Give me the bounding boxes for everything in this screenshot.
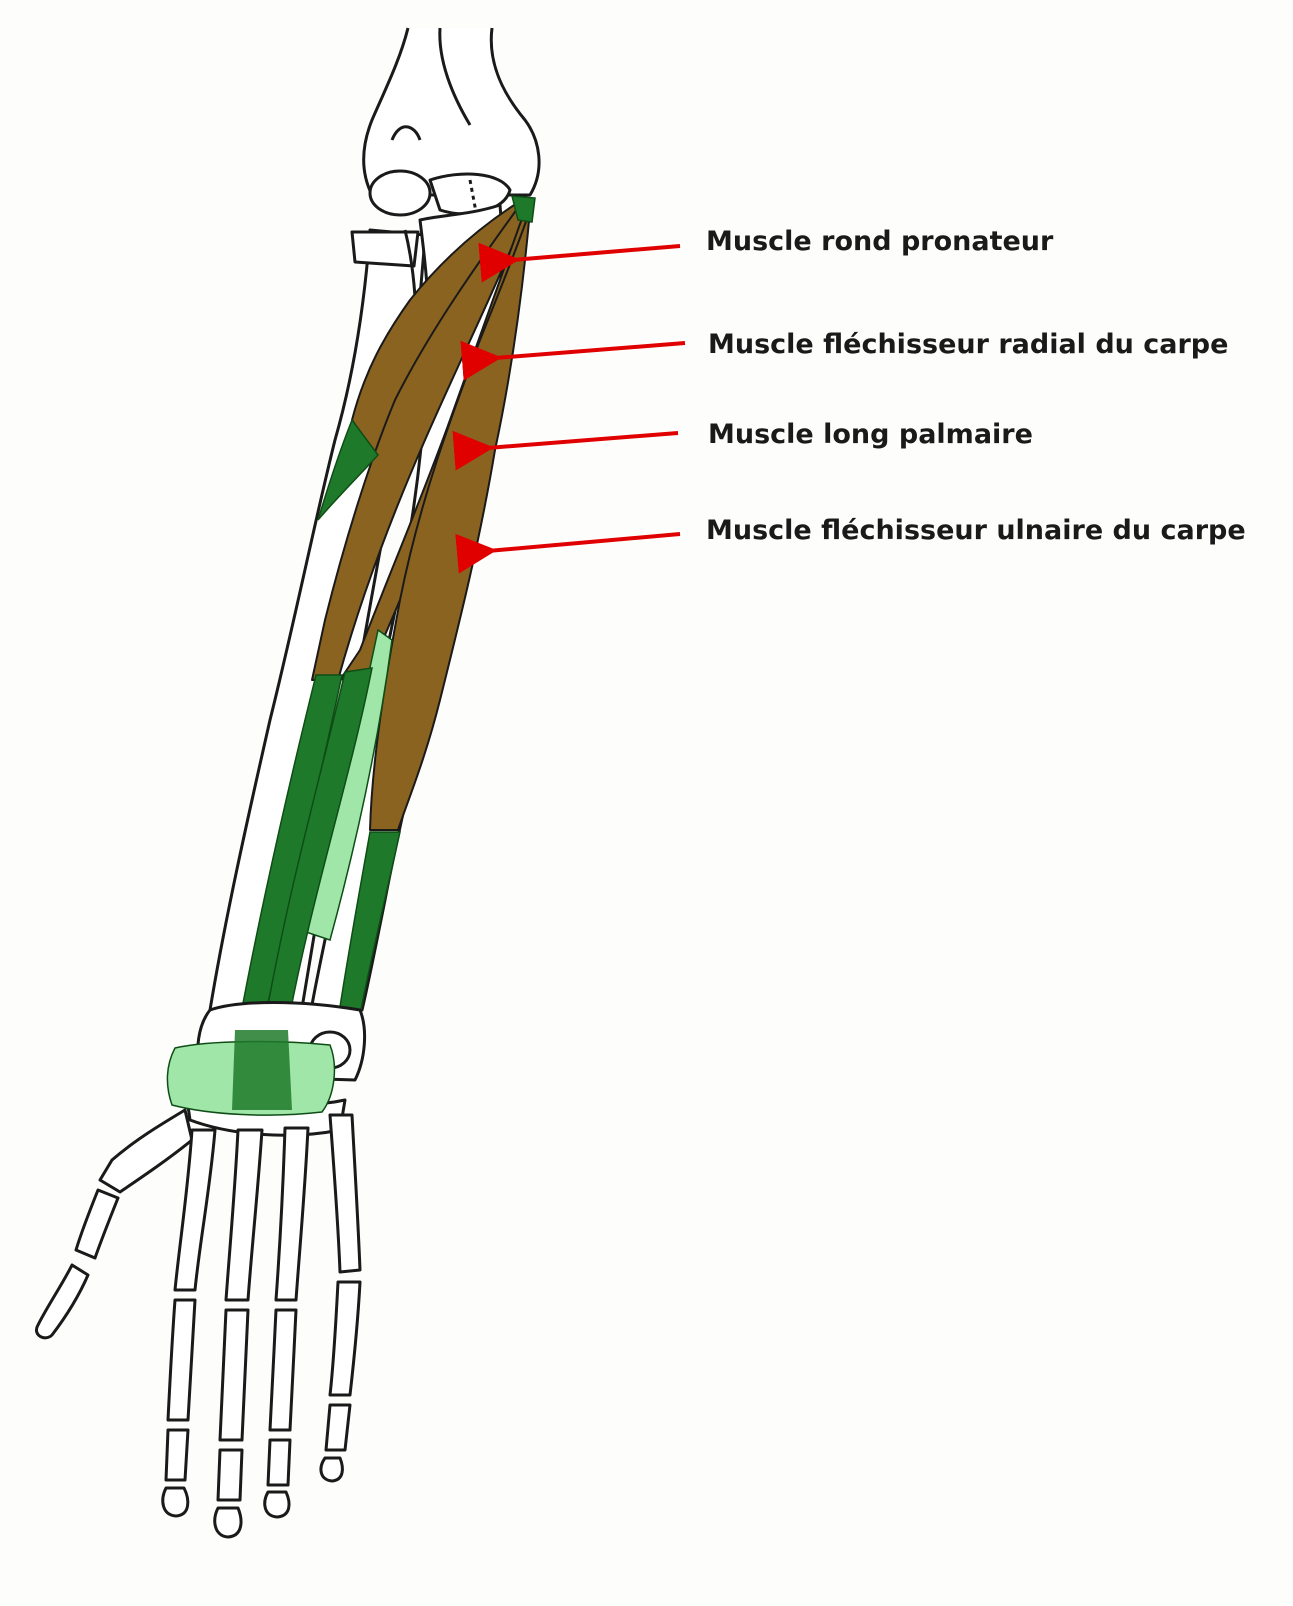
- arrow-long-palmaire: [452, 430, 679, 471]
- label-long-palmaire: Muscle long palmaire: [708, 419, 1033, 450]
- label-flechisseur-ulnaire: Muscle fléchisseur ulnaire du carpe: [706, 515, 1246, 546]
- arrow-rond-pronateur: [478, 242, 681, 283]
- hand-bones: [35, 1108, 362, 1539]
- tendons: [237, 195, 536, 1041]
- humerus: [362, 27, 541, 217]
- common-origin: [511, 195, 536, 223]
- annotation-arrows: [452, 242, 686, 574]
- label-flechisseur-radial: Muscle fléchisseur radial du carpe: [708, 329, 1229, 360]
- arrow-flechisseur-radial: [460, 340, 686, 381]
- pronator-origin-tendon: [317, 418, 379, 521]
- label-rond-pronateur: Muscle rond pronateur: [706, 226, 1054, 257]
- arrow-flechisseur-ulnaire: [455, 532, 681, 574]
- tendon-fan: [232, 1030, 292, 1110]
